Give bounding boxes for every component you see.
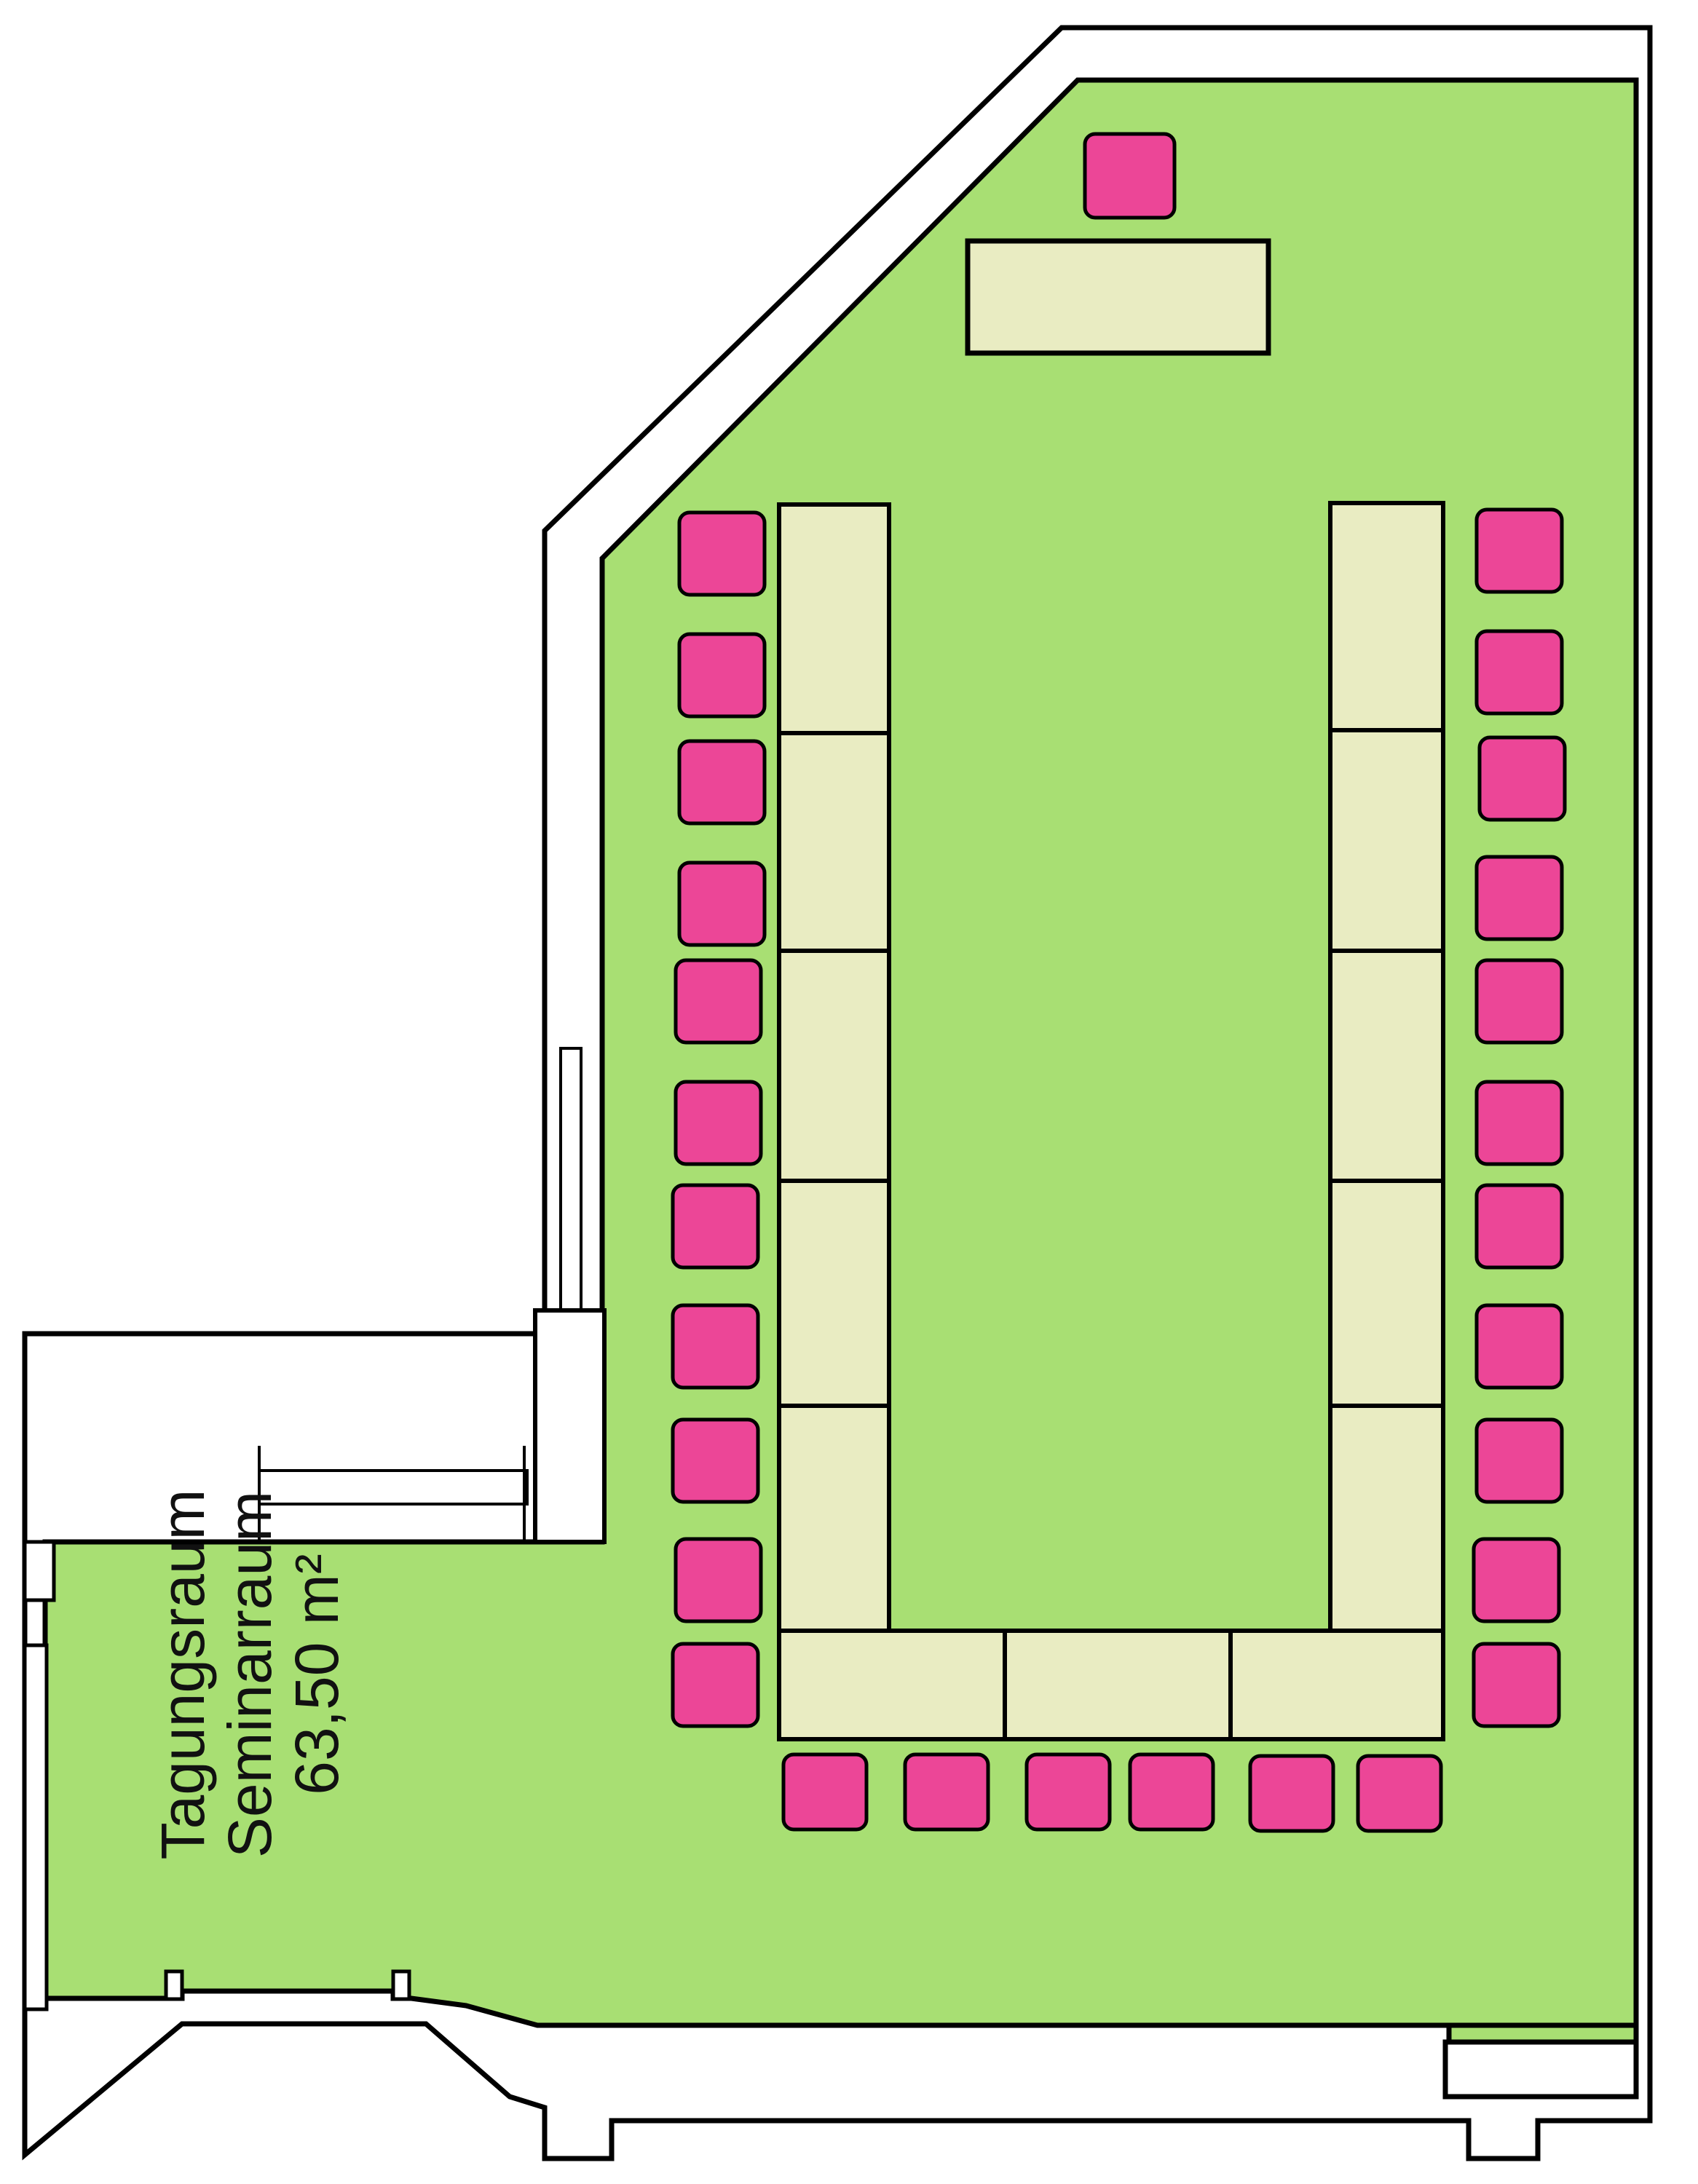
wall-left-stub	[23, 1540, 56, 1602]
head-chair	[1083, 132, 1177, 220]
room-name-1: Tagungsraum	[149, 1489, 217, 1860]
table-bottom	[777, 1629, 1445, 1741]
wall-left-stub-lower	[23, 1643, 49, 2011]
table-left-arm	[777, 502, 891, 1633]
room-label: Tagungsraum Seminarraum 63,50 m²	[149, 1485, 351, 1864]
table-right-arm	[1328, 501, 1445, 1633]
door-jamb-left	[164, 1969, 184, 2001]
head-table	[965, 238, 1271, 356]
room-name-2: Seminarraum	[216, 1490, 284, 1859]
door-jamb-right	[391, 1969, 411, 2001]
chairs-bottom	[781, 1752, 1443, 1833]
room-area: 63,50 m²	[283, 1554, 351, 1795]
window-vertical	[559, 1047, 583, 1312]
wall-corner-block	[533, 1308, 607, 1544]
chairs-right	[1472, 507, 1567, 1728]
chairs-left	[671, 510, 767, 1728]
wall-niche	[1442, 2039, 1639, 2100]
